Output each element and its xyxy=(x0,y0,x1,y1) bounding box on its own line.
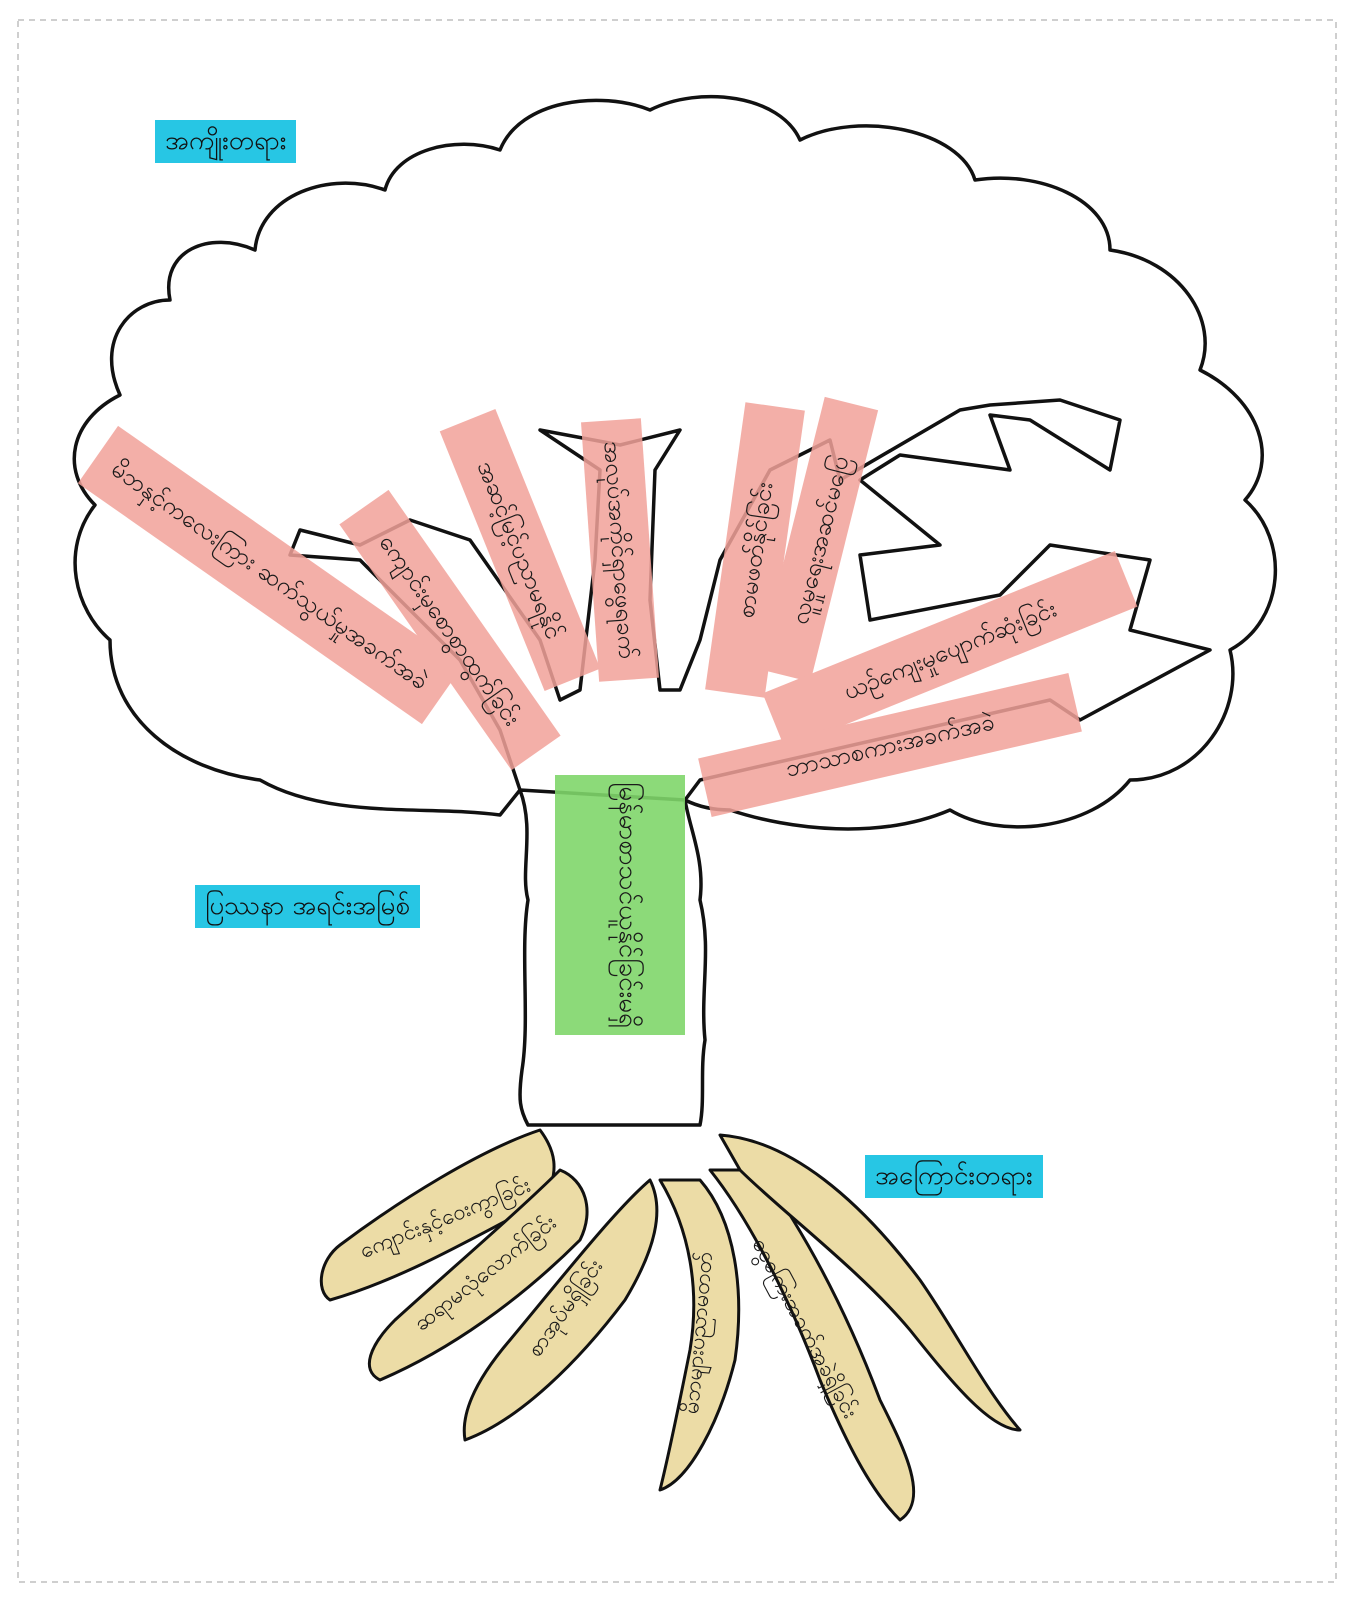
label-root-problem: ပြဿနာ အရင်းအမြစ် xyxy=(195,885,420,928)
label-causes: အကြောင်းတရား xyxy=(865,1155,1043,1198)
tree-canopy-outline xyxy=(74,97,1275,829)
label-fruits: အကျိုးတရား xyxy=(155,120,296,163)
core-problem-text: မြန်မာစာသင်ယူနိုင်ခြင်းမရှိ xyxy=(608,782,646,1028)
